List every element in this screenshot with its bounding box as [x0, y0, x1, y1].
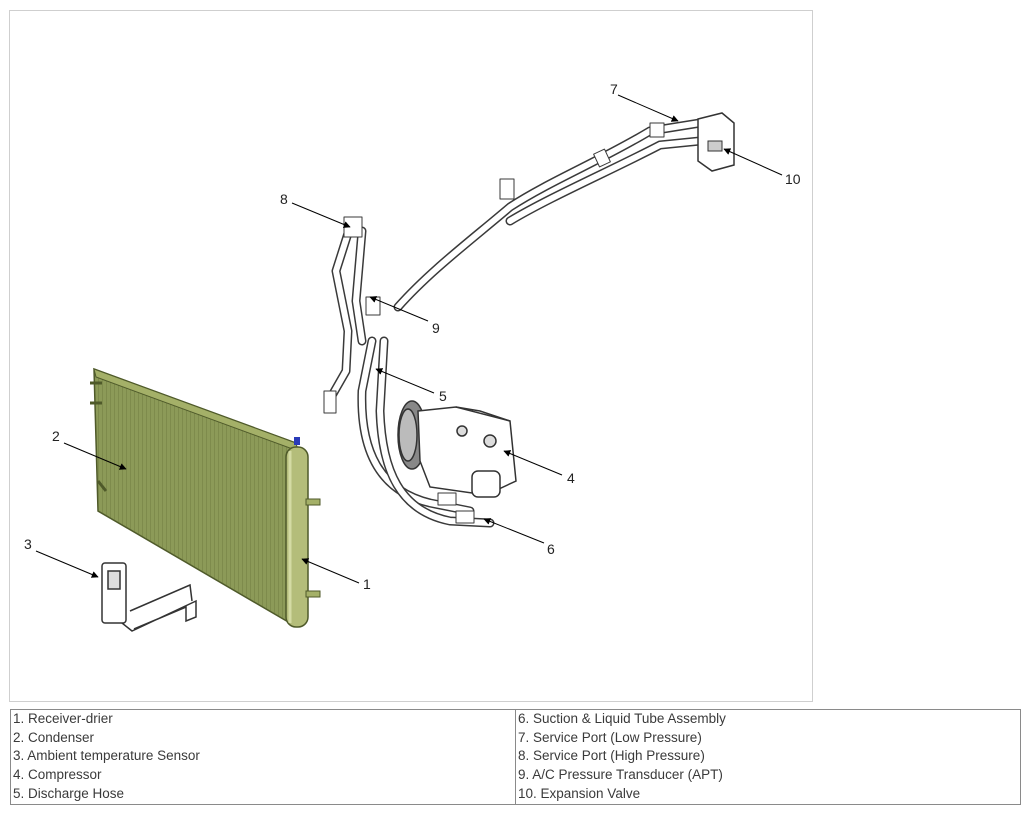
callout-8: 8 [280, 191, 288, 207]
leader-line-4 [503, 450, 563, 476]
compressor [397, 400, 517, 498]
leader-line-9 [369, 296, 429, 322]
callout-9: 9 [432, 320, 440, 336]
callout-6: 6 [547, 541, 555, 557]
callouts [35, 94, 783, 584]
legend-item-8: 8. Service Port (High Pressure) [518, 748, 705, 764]
ac-system-diagram: 1 2 3 4 5 6 7 8 9 10 [24, 81, 801, 632]
legend-column-left: 1. Receiver-drier 2. Condenser 3. Ambien… [11, 710, 516, 805]
legend-item-9: 9. A/C Pressure Transducer (APT) [518, 767, 723, 783]
legend-item-1: 1. Receiver-drier [13, 711, 113, 726]
legend-item-7: 7. Service Port (Low Pressure) [518, 729, 702, 745]
leader-line-3 [35, 550, 99, 578]
legend-item-2: 2. Condenser [13, 729, 95, 745]
legend-column-right: 6. Suction & Liquid Tube Assembly 7. Ser… [515, 709, 1021, 805]
legend-item-10: 10. Expansion Valve [518, 785, 641, 801]
callout-7: 7 [610, 81, 618, 97]
callout-5: 5 [439, 388, 447, 404]
legend-item-5: 5. Discharge Hose [13, 785, 125, 801]
callout-10: 10 [785, 171, 801, 187]
leader-line-10 [723, 148, 783, 176]
callout-2: 2 [52, 428, 60, 444]
legend-item-4: 4. Compressor [13, 767, 102, 783]
callout-numbers: 1 2 3 4 5 6 7 8 9 10 [24, 81, 801, 592]
diagram-frame: 1 2 3 4 5 6 7 8 9 10 [9, 10, 813, 702]
leader-line-5 [375, 368, 435, 394]
receiver-drier [285, 446, 321, 628]
leader-line-6 [483, 518, 545, 544]
legend-item-3: 3. Ambient temperature Sensor [13, 748, 200, 764]
leader-line-2 [63, 442, 127, 470]
refrigerant-lines [323, 118, 705, 528]
parts-legend-table: 1. Receiver-drier 2. Condenser 3. Ambien… [10, 709, 1021, 805]
leader-line-1 [301, 558, 360, 584]
sensor-tab [294, 437, 300, 445]
leader-line-8 [291, 202, 351, 228]
leader-line-7 [617, 94, 679, 122]
ambient-sensor-bracket [101, 562, 197, 632]
callout-4: 4 [567, 470, 575, 486]
condenser [90, 367, 300, 625]
expansion-valve [697, 112, 735, 172]
callout-1: 1 [363, 576, 371, 592]
legend-item-6: 6. Suction & Liquid Tube Assembly [518, 711, 726, 726]
callout-3: 3 [24, 536, 32, 552]
